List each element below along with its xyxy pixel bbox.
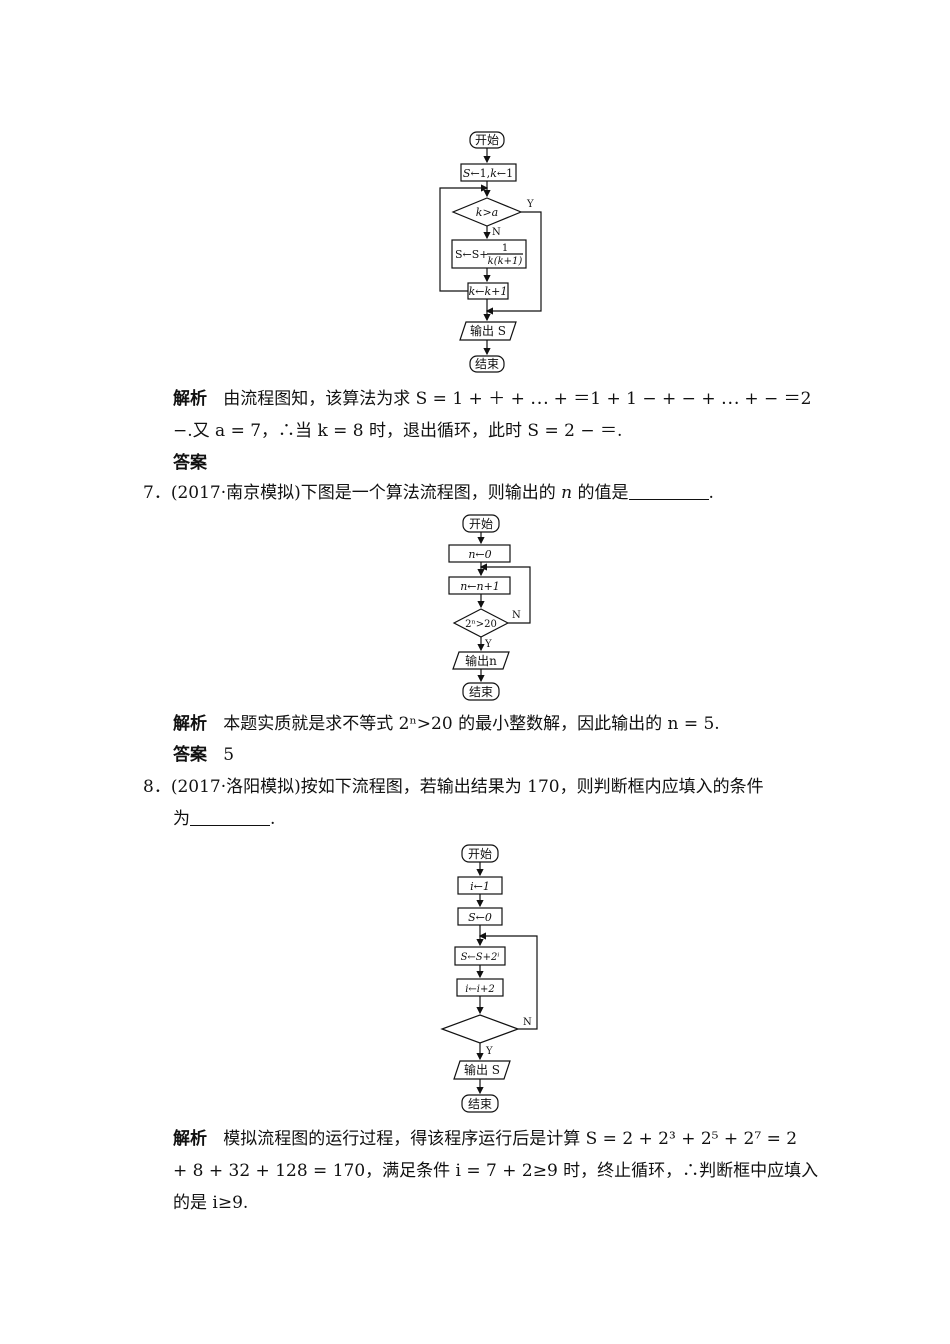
fc1-init-k: k bbox=[490, 167, 497, 180]
fc1-start-label: 开始 bbox=[475, 133, 499, 147]
fc3-init-s-label: S←0 bbox=[468, 911, 492, 924]
fc2-output-label: 输出n bbox=[465, 653, 497, 668]
fc2-cond-label: 2ⁿ>20 bbox=[465, 619, 497, 630]
fc2-update-box bbox=[448, 576, 511, 595]
analysis7-label: 解析 bbox=[173, 714, 207, 734]
fc3-end-label: 结束 bbox=[468, 1097, 492, 1111]
fc1-no-label: N bbox=[492, 227, 501, 238]
fc3-no-label: N bbox=[523, 1017, 532, 1028]
svg-text:k>a: k>a bbox=[476, 206, 498, 219]
fc1-frac-den: k(k+1) bbox=[488, 256, 523, 267]
q8-line1: (2017·洛阳模拟)按如下流程图，若输出结果为 170，则判断框内应填入的条件 bbox=[170, 777, 764, 797]
fc3-init-i-label: i←1 bbox=[470, 880, 490, 893]
fc1-update-s: S←S+ bbox=[455, 248, 489, 261]
fc2-yes-label: Y bbox=[484, 639, 492, 650]
analysis8-text1: 模拟流程图的运行过程，得该程序运行后是计算 S = 2 + 2³ + 2⁵ + … bbox=[223, 1129, 798, 1149]
svg-text:S←1,k←1: S←1,k←1 bbox=[463, 167, 513, 180]
q7-number: 7． bbox=[143, 483, 171, 503]
fc3-update-s-label: S←S+2ⁱ bbox=[461, 952, 500, 963]
fc1-init-mid: ←1, bbox=[470, 167, 490, 180]
analysis6-text1: 由流程图知，该算法为求 S = 1 + ＋ + ⋯ + ＝1 + 1 − + −… bbox=[223, 389, 812, 409]
flowchart-1: 开始 S←1,k←1 k>a Y N S←S+ 1 k(k+1) k←k+1 输… bbox=[439, 131, 542, 373]
question8-line2: 为. bbox=[173, 808, 275, 830]
q8-number: 8． bbox=[143, 777, 171, 797]
fc3-condition-diamond bbox=[440, 1014, 520, 1044]
fc2-start-label: 开始 bbox=[469, 517, 493, 531]
answer6-label: 答案 bbox=[173, 453, 207, 473]
fc2-no-label: N bbox=[512, 610, 521, 621]
fc1-increment-box bbox=[467, 282, 509, 300]
q7-text-before: (2017·南京模拟)下图是一个算法流程图，则输出的 bbox=[170, 483, 562, 503]
fc1-output-label: 输出 S bbox=[470, 323, 506, 338]
answer7-line: 答案 5 bbox=[173, 744, 234, 766]
fc3-output-label: 输出 S bbox=[464, 1062, 500, 1077]
fc1-init-box bbox=[460, 163, 517, 182]
fc2-init-box bbox=[448, 544, 511, 563]
fc1-incr-label: k←k+1 bbox=[469, 285, 508, 298]
analysis7-line: 解析 本题实质就是求不等式 2ⁿ>20 的最小整数解，因此输出的 n = 5. bbox=[173, 713, 720, 735]
flowchart-3: 开始 i←1 S←0 S←S+2ⁱ i←i+2 N Y 输出 S 结束 bbox=[440, 844, 538, 1113]
fc2-output-parallelogram bbox=[452, 651, 510, 670]
answer7-value: 5 bbox=[223, 745, 235, 765]
analysis6-line1: 解析 由流程图知，该算法为求 S = 1 + ＋ + ⋯ + ＝1 + 1 − … bbox=[173, 388, 812, 410]
fc1-frac-num: 1 bbox=[502, 243, 508, 254]
analysis6-label: 解析 bbox=[173, 389, 207, 409]
q7-var: n bbox=[561, 483, 573, 503]
q7-answer-blank bbox=[628, 483, 709, 500]
analysis8-line2: + 8 + 32 + 128 = 170，满足条件 i = 7 + 2≥9 时，… bbox=[173, 1161, 819, 1181]
q7-end: . bbox=[708, 483, 714, 503]
q8-answer-blank bbox=[190, 809, 270, 826]
flowchart-2: 开始 n←0 n←n+1 2ⁿ>20 N Y 输出n 结束 bbox=[448, 514, 531, 701]
question8-line1: 8．(2017·洛阳模拟)按如下流程图，若输出结果为 170，则判断框内应填入的… bbox=[143, 776, 764, 798]
q7-text-after: 的值是 bbox=[572, 483, 629, 503]
fc2-update-label: n←n+1 bbox=[460, 580, 500, 593]
question7: 7．(2017·南京模拟)下图是一个算法流程图，则输出的 n 的值是. bbox=[143, 482, 714, 504]
analysis8-line3: 的是 i≥9. bbox=[173, 1193, 249, 1213]
q8-line2-end: . bbox=[270, 809, 276, 829]
answer7-label: 答案 bbox=[173, 745, 207, 765]
fc2-init-label: n←0 bbox=[468, 548, 491, 561]
fc1-cond-a: a bbox=[492, 206, 499, 219]
fc3-start-label: 开始 bbox=[468, 847, 492, 861]
fc3-output-parallelogram bbox=[453, 1060, 511, 1080]
fc1-cond-gt: > bbox=[482, 206, 491, 219]
fc1-output-parallelogram bbox=[459, 321, 517, 341]
analysis7-text: 本题实质就是求不等式 2ⁿ>20 的最小整数解，因此输出的 n = 5. bbox=[223, 714, 720, 734]
fc1-cond-k: k bbox=[476, 206, 483, 219]
fc3-yes-label: Y bbox=[485, 1046, 493, 1057]
q8-line2-before: 为 bbox=[173, 809, 190, 829]
analysis6-line2: −.又 a = 7，∴当 k = 8 时，退出循环，此时 S = 2 − ＝. bbox=[173, 421, 623, 441]
fc2-end-label: 结束 bbox=[469, 685, 493, 699]
fc2-end-terminal bbox=[462, 682, 500, 701]
fc1-end-terminal bbox=[469, 355, 505, 373]
fc3-update-i-label: i←i+2 bbox=[465, 984, 495, 995]
fc1-init-s: S bbox=[463, 167, 471, 180]
fc1-yes-label: Y bbox=[526, 199, 534, 210]
fc1-end-label: 结束 bbox=[475, 357, 499, 371]
fc3-end-terminal bbox=[461, 1094, 499, 1113]
analysis8-line1: 解析 模拟流程图的运行过程，得该程序运行后是计算 S = 2 + 2³ + 2⁵… bbox=[173, 1128, 797, 1150]
analysis8-label: 解析 bbox=[173, 1129, 207, 1149]
fc1-init-right: ←1 bbox=[497, 167, 513, 180]
